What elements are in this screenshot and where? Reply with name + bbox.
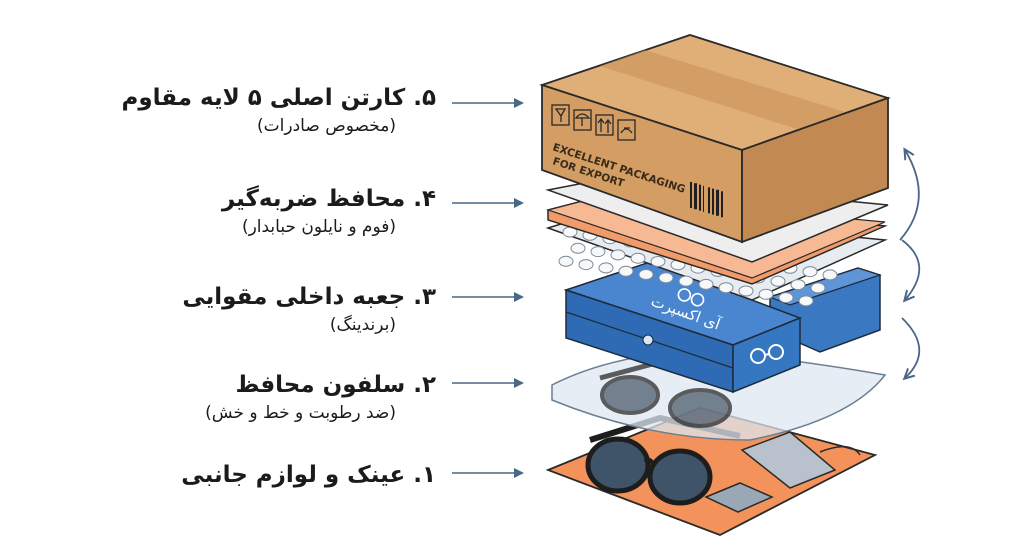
layer-4-title: ۴. محافظ ضربه‌گیر xyxy=(221,186,436,212)
keep-dry-umbrella-icon xyxy=(573,109,592,131)
barcode-icon xyxy=(690,182,723,218)
handling-symbols xyxy=(551,104,636,141)
glasses-icon xyxy=(750,344,784,364)
bubble xyxy=(618,265,634,277)
curved-arrow-down-icon xyxy=(901,239,921,300)
bubble xyxy=(650,256,666,267)
curved-arrow-down-2-icon xyxy=(901,317,921,378)
bubble xyxy=(698,278,714,290)
bubble xyxy=(558,255,574,267)
layer-5-label: ۵. کارتن اصلی ۵ لایه مقاوم (مخصوص صادرات… xyxy=(121,83,436,139)
barcode-bar xyxy=(716,189,719,216)
bubble xyxy=(758,288,774,300)
bubble xyxy=(790,279,806,291)
bubble xyxy=(610,249,626,261)
box-clasp xyxy=(642,334,654,346)
barcode-bar xyxy=(703,185,704,212)
packing-tape xyxy=(600,50,845,130)
this-way-up-icon xyxy=(595,114,614,136)
barcode-bar xyxy=(708,187,710,214)
bubble xyxy=(598,262,614,274)
bubble xyxy=(810,282,826,294)
bubble xyxy=(822,269,838,281)
bubble xyxy=(658,272,674,284)
barcode-bar xyxy=(694,183,697,210)
cloth-pouch xyxy=(740,431,837,489)
bubble xyxy=(630,252,646,264)
bubble xyxy=(678,275,694,287)
layer-3-subtitle: (برندینگ) xyxy=(329,315,396,335)
layer-2-title: ۲. سلفون محافظ xyxy=(235,372,436,398)
pointer-arrows xyxy=(452,98,524,478)
bubble xyxy=(638,269,654,280)
assembly-arrows xyxy=(899,150,921,378)
bubble xyxy=(802,266,818,278)
layer-3-label: ۳. جعبه داخلی مقوایی (برندینگ) xyxy=(182,282,436,338)
bubble xyxy=(578,259,594,271)
layer-3-title: ۳. جعبه داخلی مقوایی xyxy=(182,284,436,310)
layer-4-label: ۴. محافظ ضربه‌گیر (فوم و نایلون حبابدار) xyxy=(222,184,436,240)
bubble xyxy=(590,246,606,258)
bubble xyxy=(718,282,734,294)
barcode-bar xyxy=(690,182,692,208)
layer-1-label: ۱. عینک و لوازم جانبی xyxy=(181,460,436,490)
cleaning-cloth xyxy=(704,482,774,513)
barcode-bar xyxy=(712,188,714,215)
barcode-bar xyxy=(699,184,701,211)
curved-arrow-up-icon xyxy=(899,150,920,241)
fragile-glass-icon xyxy=(551,104,570,126)
layer-2-label: ۲. سلفون محافظ (ضد رطوبت و خط و خش) xyxy=(205,370,436,426)
barcode-bar xyxy=(721,191,723,218)
layer-5-subtitle: (مخصوص صادرات) xyxy=(257,116,396,136)
bubble xyxy=(570,242,586,254)
bubble xyxy=(778,292,794,304)
layer-2-cellophane xyxy=(551,349,887,441)
layer-4-subtitle: (فوم و نایلون حبابدار) xyxy=(241,217,396,237)
handle-with-care-icon xyxy=(617,119,636,141)
bubble xyxy=(770,275,786,287)
layer-5-title: ۵. کارتن اصلی ۵ لایه مقاوم xyxy=(121,85,436,111)
bubble xyxy=(738,285,754,297)
layer-1-title: ۱. عینک و لوازم جانبی xyxy=(181,462,436,488)
layer-5-carton: EXCELLENT PACKAGING FOR EXPORT xyxy=(539,34,891,244)
carton-side xyxy=(741,96,889,244)
layer-2-subtitle: (ضد رطوبت و خط و خش) xyxy=(205,403,396,423)
bubble xyxy=(798,295,814,307)
